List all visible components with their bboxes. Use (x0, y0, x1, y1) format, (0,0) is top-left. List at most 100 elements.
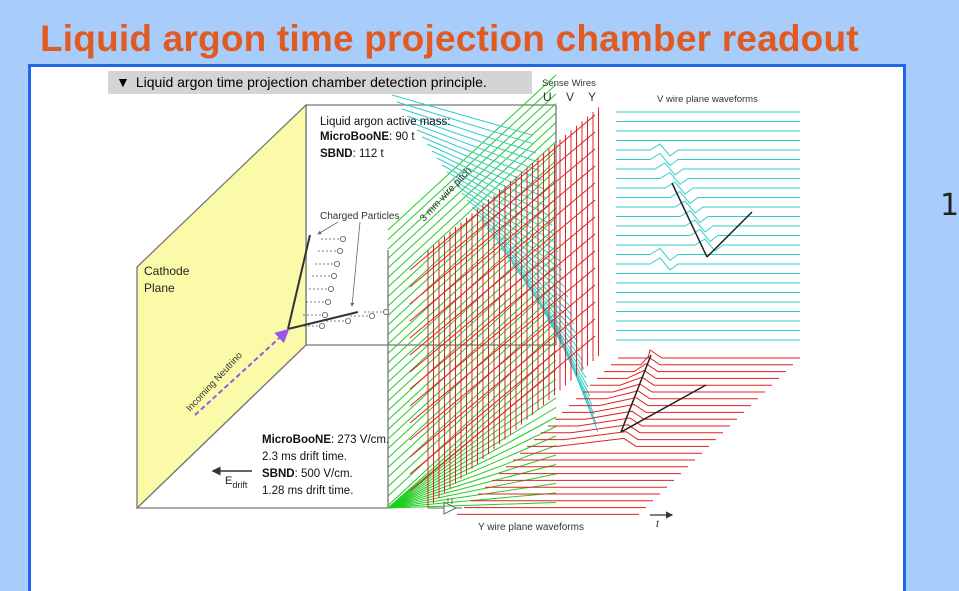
v-waveform (616, 162, 800, 176)
y-waveform (569, 397, 751, 407)
y-wire-cross (409, 148, 596, 305)
y-wire-cross (409, 216, 596, 373)
electron-icon (324, 298, 331, 305)
edrift-main: E (225, 475, 232, 487)
microboone-name: MicroBooNE (320, 131, 389, 143)
y-waveform (576, 390, 758, 400)
v-wire (411, 122, 541, 172)
field-microboone-drift: 2.3 ms drift time. (262, 451, 347, 463)
cathode-plane (136, 103, 307, 510)
v-waveform (616, 143, 800, 157)
charged-particles-label: Charged Particles (320, 211, 399, 222)
v-wire (556, 325, 599, 433)
v-waveform (616, 200, 800, 214)
u-wire (387, 84, 557, 240)
v-waveform (616, 238, 800, 252)
electron-icon (336, 247, 343, 254)
y-wire-cross (409, 199, 596, 356)
wire-v-label: V (566, 90, 574, 104)
y-waveforms (457, 349, 800, 515)
v-waveform (616, 219, 800, 233)
slide-title: Liquid argon time projection chamber rea… (40, 18, 859, 59)
y-waveform (597, 369, 779, 379)
particle-tracks (287, 234, 359, 330)
electron-icon (321, 311, 328, 318)
v-waveform (616, 152, 800, 167)
collapse-arrow-icon[interactable]: ▼ (116, 74, 130, 90)
electron-icon (330, 272, 337, 279)
u-wire (387, 93, 557, 250)
v-wire (511, 262, 581, 352)
y-wire-cross (409, 284, 596, 441)
edrift-sub: drift (232, 480, 248, 490)
electron-icon (382, 308, 389, 315)
y-wire-cross (409, 114, 596, 271)
y-wire-cross (409, 335, 596, 492)
y-waveform (611, 356, 793, 366)
field-sbnd-value: : 500 V/cm. (295, 468, 353, 480)
preamp-icon (428, 498, 462, 515)
charged-particles-pointers (317, 221, 361, 307)
y-wire-cross (409, 250, 596, 407)
sbnd-mass: : 112 t (353, 148, 385, 160)
v-wire (446, 171, 555, 235)
v-waveform (616, 171, 800, 186)
u-wire (387, 131, 557, 288)
y-wire-cross (409, 301, 596, 458)
y-waveform (527, 437, 709, 447)
field-sbnd-name: SBND (262, 468, 295, 480)
v-wire (396, 101, 535, 145)
y-waveform (562, 403, 744, 413)
tpc-front-edges (387, 105, 557, 508)
active-mass-sbnd: SBND: 112 t (320, 148, 385, 160)
sbnd-name: SBND (320, 148, 353, 160)
electron-icon (318, 322, 325, 329)
neutrino-arrow (194, 328, 290, 416)
u-wire (387, 464, 557, 509)
electron-icon (368, 312, 375, 319)
v-wire (406, 115, 539, 163)
time-axis-label: t (656, 519, 660, 530)
v-wire (506, 255, 579, 343)
field-microboone-name: MicroBooNE (262, 434, 331, 446)
v-wire (401, 108, 537, 154)
v-wire (471, 206, 565, 280)
u-wire (387, 454, 557, 509)
y-wire-cross (409, 233, 596, 390)
v-waveform (616, 257, 800, 271)
v-wire-plane (391, 94, 599, 433)
field-microboone: MicroBooNE: 273 V/cm. (262, 434, 389, 446)
y-wire-cross (409, 318, 596, 475)
v-wire (441, 164, 553, 226)
v-waveforms-label: V wire plane waveforms (657, 94, 758, 105)
v-waveform (616, 247, 800, 262)
y-track-projection (620, 354, 707, 433)
y-waveform (548, 417, 730, 427)
v-waveform (616, 190, 800, 205)
v-wire (431, 150, 549, 208)
v-wire (426, 143, 547, 199)
v-wire (416, 129, 543, 181)
v-wire (496, 241, 575, 325)
y-waveform (534, 431, 716, 441)
u-wire (387, 112, 557, 269)
u-wire (387, 502, 557, 509)
y-waveform (555, 410, 737, 420)
v-waveforms (616, 111, 800, 341)
v-waveform (616, 209, 800, 224)
cathode-label-line1: Cathode (144, 264, 190, 278)
v-wire (436, 157, 551, 217)
y-waveform (618, 349, 800, 359)
active-mass-label: Liquid argon active mass: (320, 116, 450, 128)
v-wire (456, 185, 559, 253)
u-wire (387, 435, 557, 509)
v-wire (501, 248, 577, 334)
y-wire-cross (409, 182, 596, 339)
y-wire-cross (409, 165, 596, 322)
edge-glyph: 1 (940, 188, 959, 223)
y-wire-plane (409, 107, 599, 508)
y-wire-cross (409, 131, 596, 288)
figure-caption[interactable]: ▼Liquid argon time projection chamber de… (108, 71, 532, 94)
v-wire (451, 178, 557, 244)
